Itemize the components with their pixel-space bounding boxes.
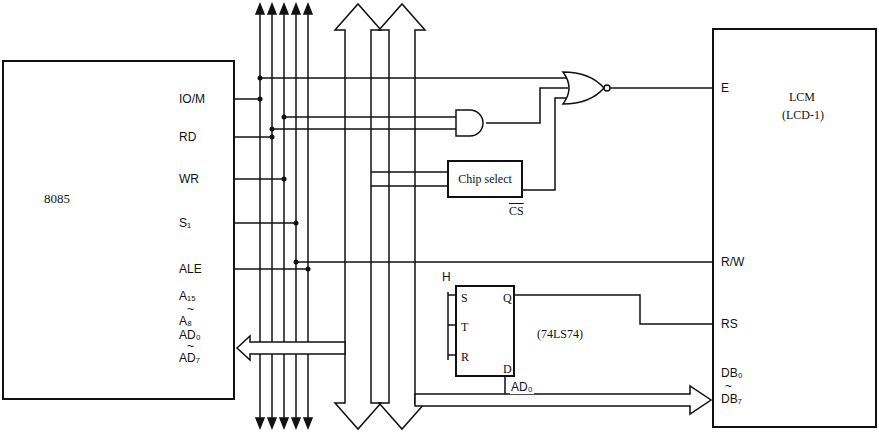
node-text: D (503, 362, 512, 376)
signal-wire (515, 295, 712, 324)
node-text: 8085 (44, 192, 70, 206)
cpu-box: 8085 (2, 60, 235, 400)
node-text: LCM (789, 90, 815, 104)
node-text: CS (509, 204, 524, 218)
signal-name: ALE (178, 262, 203, 276)
signal-name: DB₀ (720, 366, 744, 380)
gate-wires (260, 78, 712, 394)
flip-flop-box: STRQD(74LS74) (455, 285, 515, 377)
pin-wires (235, 76, 311, 272)
node-text: (74LS74) (537, 327, 583, 341)
signal-name: H (441, 270, 452, 284)
node-text: (LCD-1) (782, 108, 824, 122)
signal-name: AD₀ (510, 380, 534, 394)
signal-name: IO/M (178, 92, 206, 106)
node-text: Q (503, 291, 512, 305)
control-bus (256, 4, 312, 428)
address-data-bus (237, 4, 711, 429)
signal-name: WR (178, 172, 200, 186)
signal-name: S₁ (178, 216, 192, 230)
signal-name: ~ (724, 379, 733, 393)
node-text: T (461, 320, 468, 334)
node-text: Chip select (451, 172, 519, 186)
chip-select-box: Chip selectCS (447, 160, 523, 198)
and-gate (456, 110, 483, 136)
signal-name: RD (178, 130, 197, 144)
signal-name: R/W (720, 255, 745, 269)
signal-name: A₈ (178, 314, 193, 328)
signal-name: RS (720, 317, 739, 331)
signal-name: DB₇ (720, 392, 743, 406)
node-text: R (461, 350, 469, 364)
signal-name: E (720, 81, 730, 95)
signal-name: AD₇ (178, 351, 201, 365)
node-text: S (461, 291, 468, 305)
nor-gate (563, 72, 610, 104)
signal-name: A₁₅ (178, 289, 197, 303)
